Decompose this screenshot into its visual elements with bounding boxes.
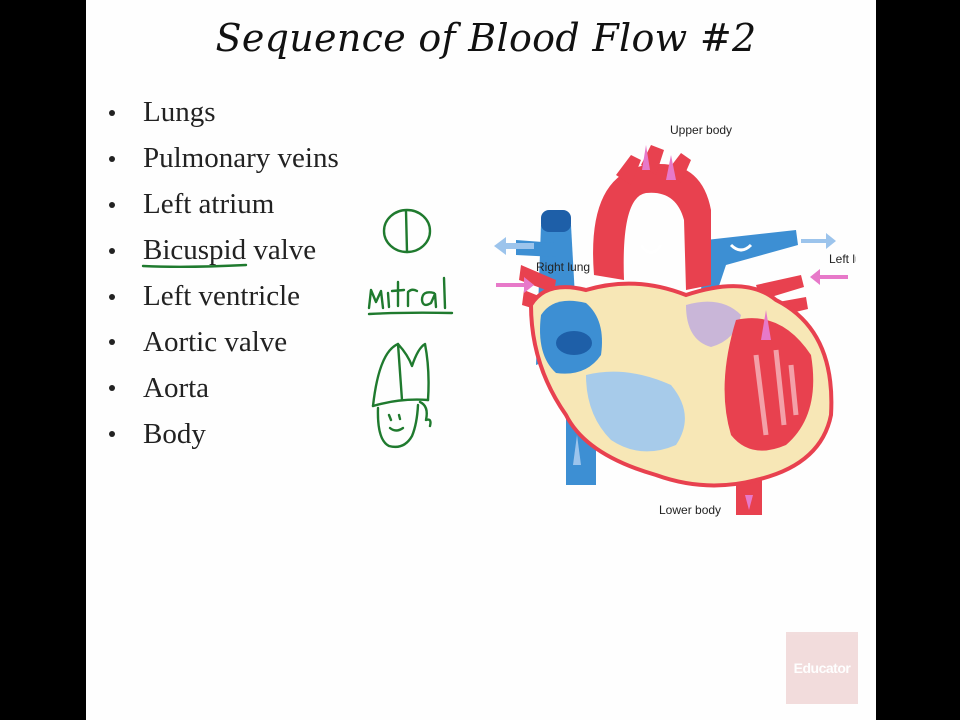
face-outline (376, 403, 420, 449)
bullet-dot (109, 385, 115, 392)
flow-arrow (745, 495, 753, 510)
heart-diagram: Upper body Right lung Left lung Lower bo… (494, 123, 856, 517)
bullet-item: Aorta (104, 365, 339, 411)
bullet-text: Left ventricle (143, 280, 300, 312)
bullet-text: Lungs (143, 96, 216, 129)
flow-arrow (666, 155, 676, 180)
oxygenated-flow-arrows (496, 145, 848, 510)
bullet-item: Body (104, 411, 339, 457)
bullet-item: Pulmonary veins (104, 136, 339, 182)
bullet-dot (109, 247, 115, 254)
slide: Sequence of Blood Flow #2 Lungs Pulmonar… (86, 0, 876, 720)
ink-annotations (141, 208, 454, 449)
left-ventricle (724, 318, 814, 451)
bullet-text: Left atrium (143, 188, 275, 221)
aorta-arch (593, 163, 711, 290)
left-atrium (686, 301, 741, 347)
slide-title: Sequence of Blood Flow #2 (215, 16, 757, 60)
bullet-dot (109, 339, 115, 346)
bullet-text: Aorta (143, 371, 210, 404)
flow-arrow (496, 277, 534, 293)
face-eyes (387, 413, 402, 422)
bullet-item: Bicuspid valve (104, 228, 339, 274)
flow-arrow (494, 237, 534, 255)
bullet-dot (109, 201, 115, 208)
educator-watermark: Educator (786, 632, 858, 704)
aortic-valve (639, 244, 663, 254)
bullet-dot (109, 431, 115, 438)
flow-arrow (573, 435, 581, 465)
right-atrium-opening (556, 331, 592, 355)
vena-cava-opening (541, 210, 571, 232)
handwriting-stroke (390, 280, 406, 308)
bullet-item: Lungs (104, 90, 339, 136)
handwriting-stroke (442, 276, 447, 310)
face-mouth (388, 426, 405, 432)
handwriting-stroke (406, 288, 419, 308)
bullet-text: Bicuspid valve (143, 234, 317, 267)
bullet-dot (109, 293, 115, 300)
flow-arrow (810, 269, 848, 285)
mitre-hat-stroke (396, 342, 404, 402)
handwriting-stroke (367, 288, 385, 310)
mitre-hat-band (371, 398, 430, 408)
handwriting-underline (367, 311, 454, 316)
label-left-lung: Left lung (829, 252, 856, 266)
bullet-dot (109, 109, 115, 116)
bullet-item: Left ventricle (104, 274, 339, 320)
label-upper-body: Upper body (670, 123, 732, 137)
pulmonary-valve (729, 243, 753, 252)
valve-symbol-line (404, 209, 409, 254)
label-lower-body: Lower body (659, 503, 721, 517)
pulmonary-artery (701, 230, 798, 295)
bullet-text: Body (143, 417, 206, 450)
deoxygenated-flow-arrows (494, 233, 836, 465)
bullet-dot (109, 155, 115, 162)
bullet-text: Pulmonary veins (143, 142, 339, 175)
hat-ribbon (418, 400, 432, 428)
handwriting-stroke (420, 291, 438, 309)
aortic-branches (616, 145, 691, 185)
label-right-lung: Right lung (536, 260, 590, 274)
bullet-item: Aortic valve (104, 319, 339, 365)
watermark-text: Educator (793, 660, 851, 676)
papillary-muscles (753, 349, 799, 436)
flow-arrow (642, 145, 650, 170)
flow-arrow (761, 310, 771, 340)
handwriting-stroke (386, 291, 391, 309)
flow-arrow (801, 233, 836, 249)
bullet-text: Aortic valve (143, 325, 288, 358)
underline-stroke (141, 263, 248, 268)
mitre-hat-stroke (371, 342, 430, 408)
bullet-list: Lungs Pulmonary veins Left atrium Bicusp… (104, 90, 339, 457)
bullet-item: Left atrium (104, 182, 339, 228)
right-ventricle (586, 371, 685, 452)
